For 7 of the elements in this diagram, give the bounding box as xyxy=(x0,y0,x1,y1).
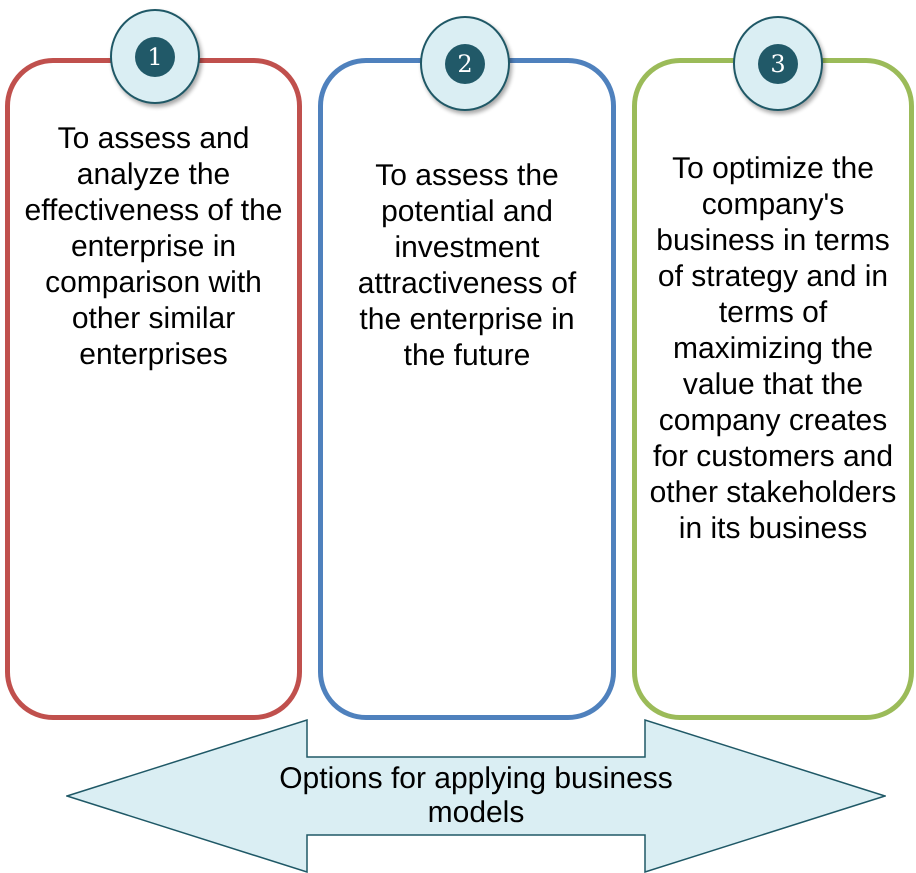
panel-text: To optimize the company's business in terms of strategy and in terms of maximizing the value that the company creates for customers and other stakeholders in its business xyxy=(649,151,897,547)
step-number: 1 xyxy=(135,36,175,76)
panel-text: To assess and analyze the effectiveness of the enterprise in comparison with other similar enterprises xyxy=(24,121,284,373)
step-number: 2 xyxy=(445,44,485,84)
arrow-text: Options for applying business models xyxy=(278,762,674,830)
step-number: 3 xyxy=(758,44,798,84)
panel-text: To assess the potential and investment attractiveness of the enterprise in the future xyxy=(356,158,578,374)
